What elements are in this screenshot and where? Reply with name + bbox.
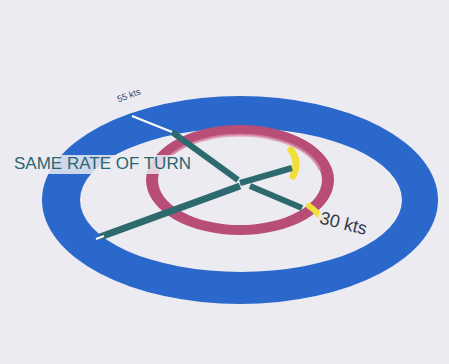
yellow-mark <box>291 150 296 176</box>
course-line <box>240 168 292 183</box>
outer-turn-ring <box>42 96 438 304</box>
leader-line <box>96 236 104 239</box>
leader-line <box>132 116 172 132</box>
inner-turn-ring <box>146 125 334 235</box>
heading-label: SAME RATE OF TURN <box>12 155 193 174</box>
speed-label: 30 kts <box>316 208 371 240</box>
speed-label: 55 kts <box>114 87 144 106</box>
course-line <box>100 186 240 237</box>
course-line <box>250 186 302 208</box>
